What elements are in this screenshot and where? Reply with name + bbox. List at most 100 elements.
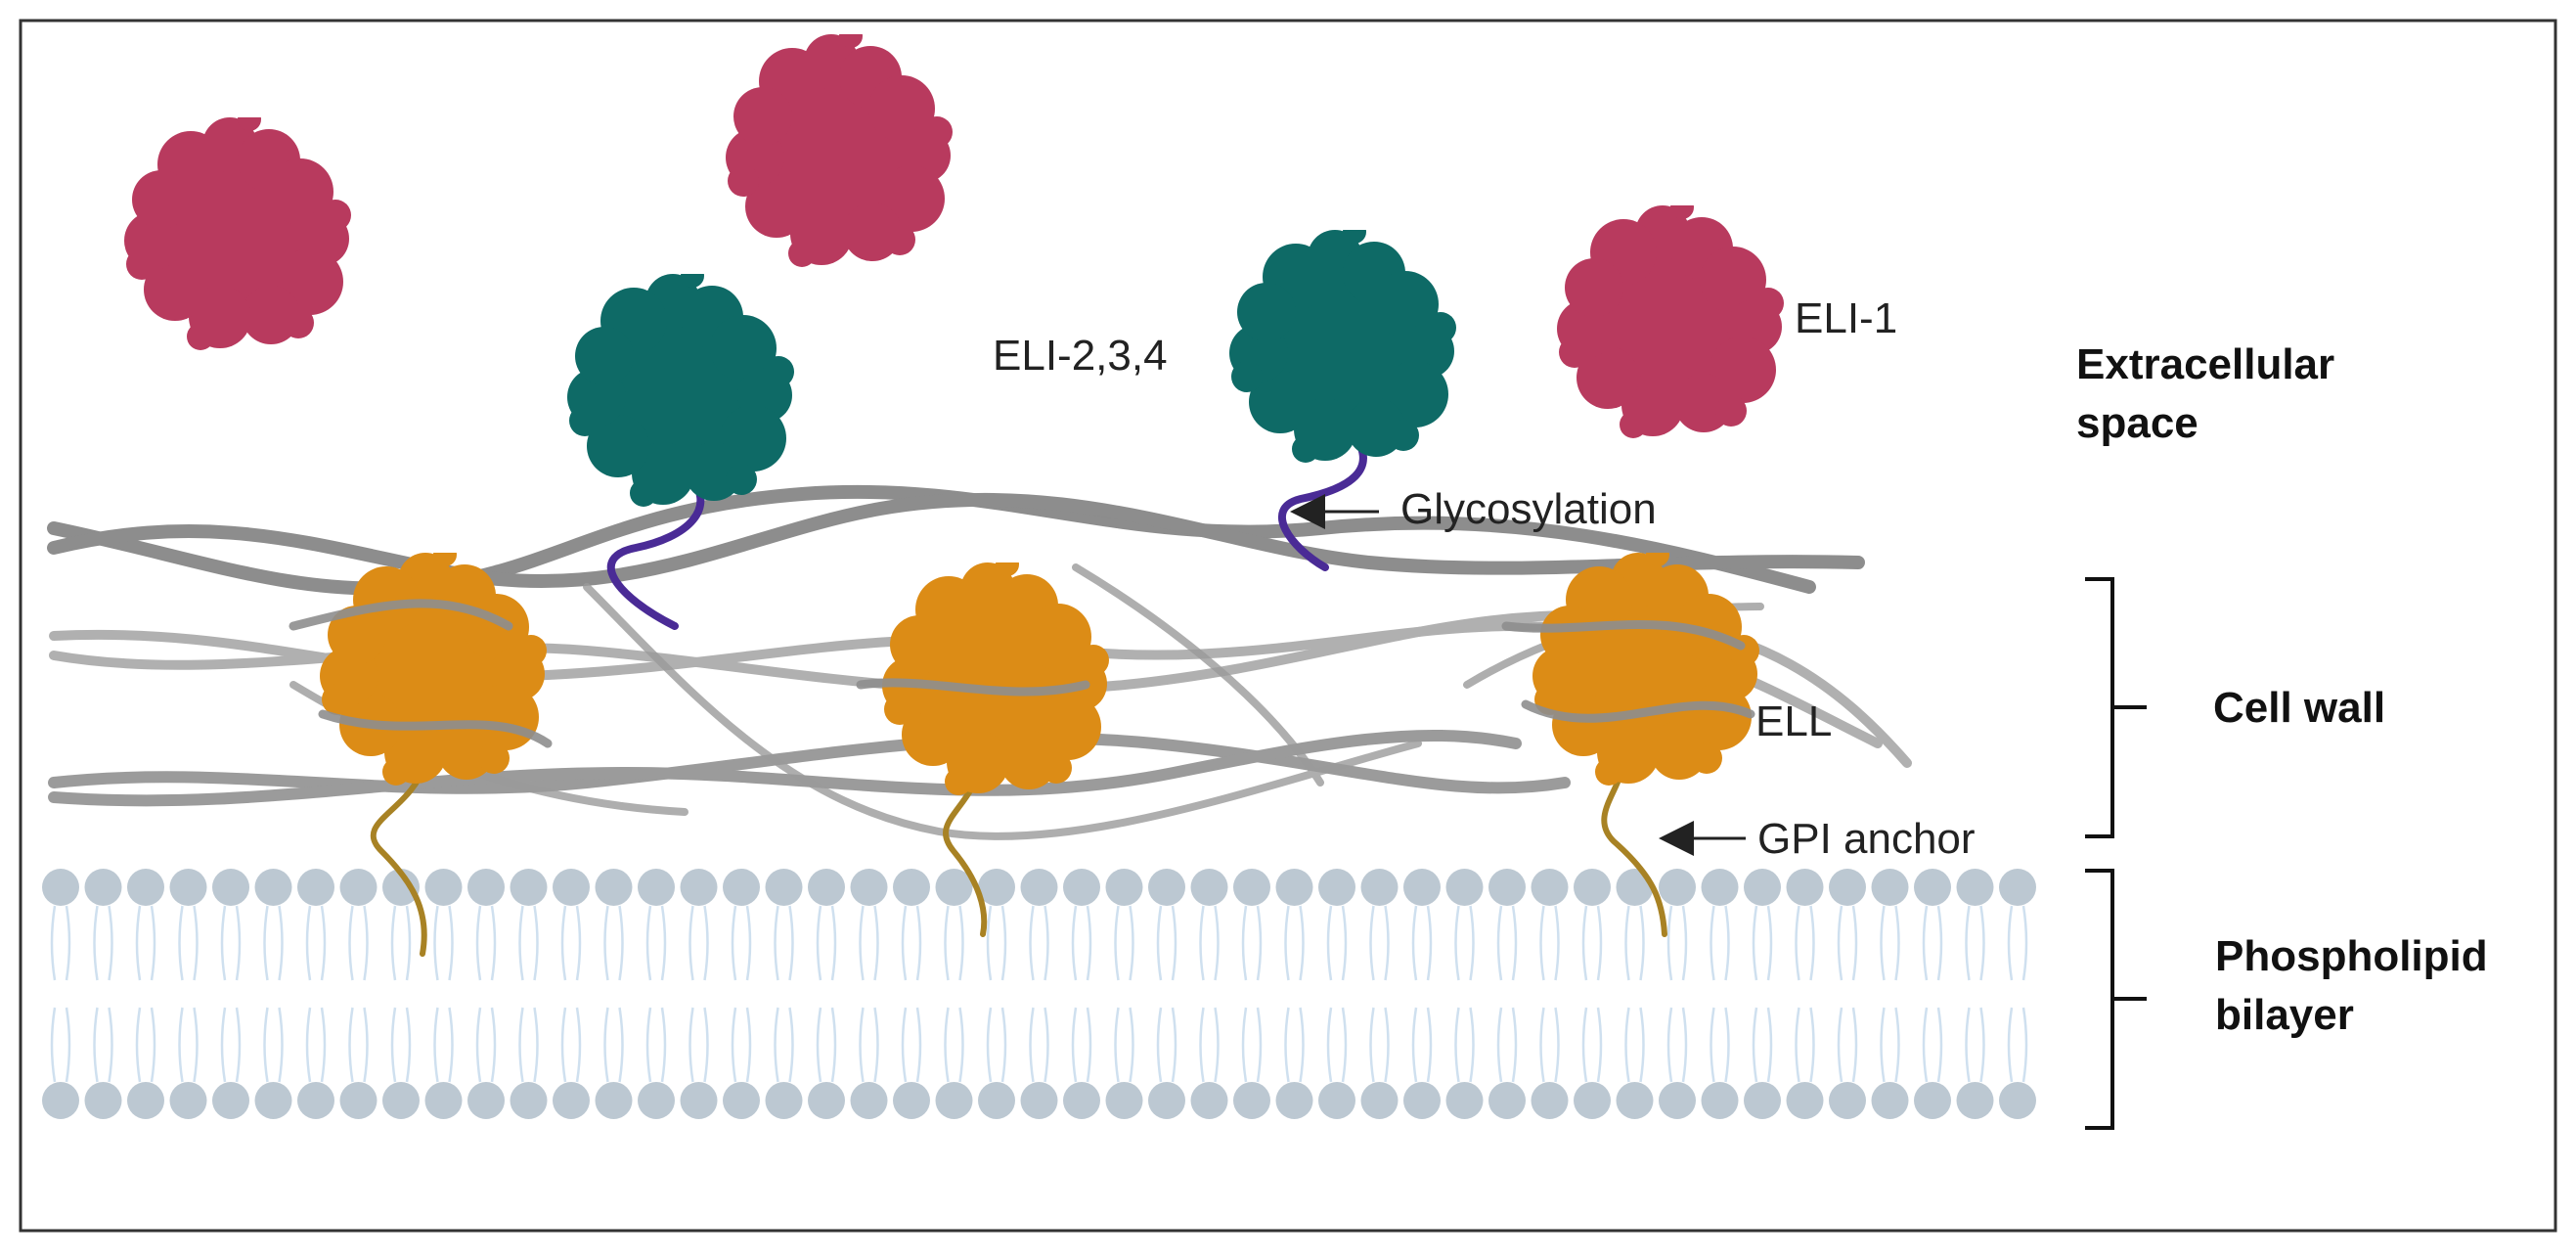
lipid-tail: [448, 905, 454, 981]
lipid-tail: [1214, 905, 1220, 981]
region-bilayer-line2: bilayer: [2215, 991, 2354, 1039]
lipid-tail: [475, 905, 482, 981]
lipid-tail: [1554, 1007, 1560, 1083]
lipid-tail: [1341, 1007, 1348, 1083]
lipid-tail: [150, 905, 156, 981]
lipid-tail: [1581, 1007, 1588, 1083]
lipid-head: [169, 869, 207, 906]
lipid-tail: [518, 905, 524, 981]
fiber-strand: [48, 729, 1571, 807]
lipid-tail: [1029, 1007, 1035, 1083]
region-cell-wall: Cell wall: [2213, 684, 2385, 732]
lipid-tail: [944, 1007, 950, 1083]
lipid-tail: [533, 905, 539, 981]
lipid-tail: [1326, 1007, 1333, 1083]
lipid-tail: [1214, 1007, 1220, 1083]
lipid-head: [808, 1082, 845, 1119]
lipid-head: [42, 1082, 79, 1119]
eli-2-3-4-protein-2: [1229, 230, 1456, 463]
lipid-tail: [901, 905, 908, 981]
lipid-head: [297, 869, 334, 906]
lipid-tail: [1880, 905, 1886, 981]
lipid-tail: [688, 1007, 694, 1083]
label-gpi-anchor: GPI anchor: [1757, 815, 1976, 863]
lipid-tail: [731, 1007, 737, 1083]
lipid-tail: [1496, 905, 1503, 981]
lipid-tail: [1496, 1007, 1503, 1083]
lipid-tail: [150, 1007, 156, 1083]
eli-1-proteins: [124, 34, 1784, 438]
lipid-head: [467, 869, 505, 906]
lipid-tail: [1710, 905, 1715, 981]
lipid-head: [424, 1082, 463, 1119]
lipid-head: [1701, 1082, 1739, 1119]
lipid-head: [510, 1082, 548, 1119]
lipid-tail: [1922, 1007, 1929, 1083]
lipid-head: [254, 869, 292, 906]
lipid-head: [1360, 1082, 1399, 1119]
lipid-tail: [1241, 905, 1248, 981]
lipid-head: [42, 869, 79, 906]
lipid-tail: [65, 1007, 71, 1083]
lipid-tail: [1241, 1007, 1248, 1083]
lipid-head: [638, 1082, 675, 1119]
lipid-tail: [944, 905, 950, 981]
lipid-tail: [1596, 1007, 1603, 1083]
lipid-tail: [873, 1007, 879, 1083]
lipid-tail: [1624, 905, 1630, 981]
lipid-tail: [1199, 1007, 1205, 1083]
lipid-tail: [1284, 905, 1290, 981]
lipid-tail: [1086, 905, 1092, 981]
glycan-chain-1: [606, 466, 705, 630]
lipid-tail: [575, 905, 582, 981]
lipid-head: [1233, 869, 1270, 906]
lipid-tail: [405, 905, 412, 981]
lipid-tail: [108, 1007, 113, 1083]
lipid-tail: [1710, 1007, 1715, 1083]
lipid-head: [595, 869, 633, 906]
lipid-tail: [1624, 1007, 1630, 1083]
lipid-tail: [645, 905, 652, 981]
lipid-head: [127, 1082, 164, 1119]
lipid-tail: [1511, 905, 1518, 981]
lipid-head: [1275, 1082, 1313, 1119]
lipid-tail: [305, 905, 312, 981]
lipid-tail: [660, 905, 667, 981]
lipid-head: [1190, 869, 1228, 906]
lipid-head: [212, 869, 249, 906]
lipid-head: [1829, 1082, 1866, 1119]
lipid-tail: [518, 1007, 524, 1083]
lipid-tail: [1766, 1007, 1773, 1083]
lipid-tail: [220, 1007, 227, 1083]
lipid-tail: [816, 905, 822, 981]
annotation-arrows: [1290, 494, 1746, 856]
lipid-tail: [475, 1007, 482, 1083]
ell-protein-3: [1532, 553, 1759, 786]
lipid-tail: [135, 905, 142, 981]
lipid-tail: [1171, 905, 1177, 981]
lipid-tail: [703, 1007, 709, 1083]
lipid-tail: [278, 1007, 284, 1083]
lipid-head: [1999, 1082, 2036, 1119]
region-extracellular-line2: space: [2076, 399, 2198, 447]
lipid-head: [638, 869, 675, 906]
lipid-tail: [193, 905, 199, 981]
lipid-head: [297, 1082, 334, 1119]
ell-protein-2: [882, 562, 1109, 795]
lipid-tail: [958, 1007, 964, 1083]
lipid-tail: [958, 905, 964, 981]
lipid-tail: [65, 905, 71, 981]
eli-1-protein-1: [124, 117, 351, 350]
lipid-tail: [1581, 905, 1588, 981]
lipid-tail: [873, 905, 879, 981]
lipid-head: [935, 869, 973, 906]
lipid-tail: [1837, 1007, 1843, 1083]
lipid-head: [1148, 1082, 1185, 1119]
lipid-tail: [363, 1007, 369, 1083]
lipid-tail: [1384, 1007, 1390, 1083]
lipid-tail: [1426, 1007, 1433, 1083]
lipid-tail: [1539, 905, 1545, 981]
lipid-tail: [986, 905, 993, 981]
lipid-head: [1786, 869, 1824, 906]
lipid-head: [808, 869, 845, 906]
